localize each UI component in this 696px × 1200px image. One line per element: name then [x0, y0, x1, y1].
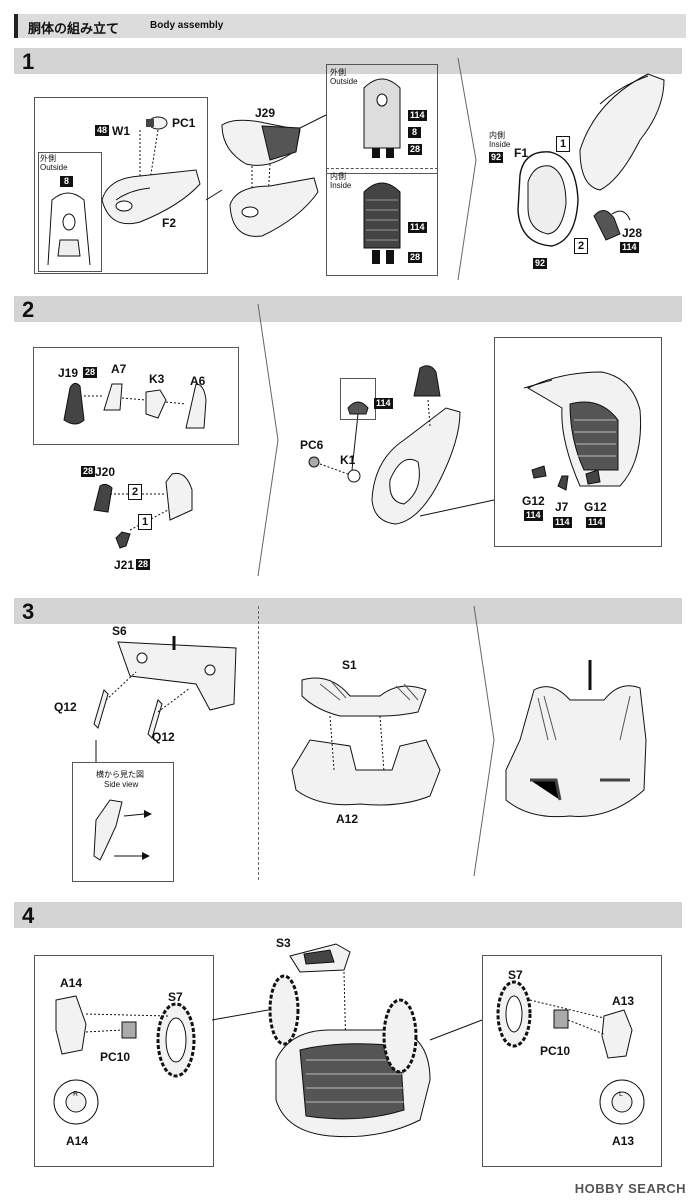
part-number-badge: 28	[136, 559, 151, 570]
part-label-s1: S1	[342, 658, 357, 672]
part-number-badge: 28	[83, 367, 98, 378]
inside-label-jp: 内側	[489, 131, 505, 140]
part-label-pc1: PC1	[172, 116, 196, 130]
section-title-en: Body assembly	[150, 20, 224, 31]
order-number: 2	[128, 484, 142, 500]
step-number: 1	[22, 49, 35, 74]
step1-f2-inset	[34, 97, 208, 274]
order-number: 2	[574, 238, 588, 254]
part-label-pc10: PC10	[540, 1044, 571, 1058]
part-number-badge: 114	[586, 517, 605, 528]
part-number-badge: 28	[408, 252, 423, 263]
watermark: HOBBY SEARCH	[574, 1181, 686, 1196]
part-label-k1: K1	[340, 453, 356, 467]
part-label-s3: S3	[276, 936, 291, 950]
part-number-badge: 28	[408, 144, 423, 155]
part-number-badge: 8	[408, 127, 421, 138]
order-number: 1	[138, 514, 152, 530]
outside-label-jp: 外側	[330, 68, 346, 77]
part-label-s6: S6	[112, 624, 127, 638]
step-number: 4	[22, 903, 35, 928]
part-label-a6: A6	[190, 374, 206, 388]
step4-right-inset	[482, 955, 662, 1167]
step-2-band: 2	[14, 296, 682, 322]
section-header: 胴体の組み立て Body assembly	[14, 14, 686, 38]
part-label-pc10: PC10	[100, 1050, 131, 1064]
order-number: 1	[556, 136, 570, 152]
step1-outside-view	[38, 152, 102, 272]
step3-side-view-inset	[72, 762, 174, 882]
part-label-j19: J19	[58, 366, 79, 380]
part-label-f1: F1	[514, 146, 529, 160]
inside-label-en: Inside	[330, 181, 352, 190]
part-number-badge: 114	[553, 517, 572, 528]
part-label-q12: Q12	[152, 730, 175, 744]
mark-r: R	[73, 1091, 79, 1098]
step2-arm-inset	[33, 347, 239, 445]
side-view-label-jp: 横から見た図	[96, 770, 144, 779]
part-number-badge: 92	[533, 258, 548, 269]
inside-label-jp: 内側	[330, 172, 346, 181]
section-title-jp: 胴体の組み立て	[28, 21, 120, 36]
part-label-s7: S7	[168, 990, 183, 1004]
step-number: 3	[22, 599, 35, 624]
part-label-g12: G12	[522, 494, 545, 508]
step-number: 2	[22, 297, 35, 322]
step-1-band: 1	[14, 48, 682, 74]
part-label-j29: J29	[255, 106, 276, 120]
part-number-badge: 114	[374, 398, 393, 409]
part-number-badge: 28	[81, 466, 96, 477]
part-number-badge: 114	[408, 222, 427, 233]
part-label-a12: A12	[336, 812, 359, 826]
part-label-a13: A13	[612, 1134, 635, 1148]
part-label-k3: K3	[149, 372, 165, 386]
outside-label-jp: 外側	[40, 154, 56, 163]
part-number-badge: 114	[408, 110, 427, 121]
part-label-g12: G12	[584, 500, 607, 514]
part-label-a14: A14	[66, 1134, 89, 1148]
part-label-j20: J20	[95, 465, 116, 479]
outside-label-en: Outside	[40, 163, 68, 172]
part-label-s7: S7	[508, 968, 523, 982]
step-3-band: 3	[14, 598, 682, 624]
part-label-q12: Q12	[54, 700, 77, 714]
part-label-j7: J7	[555, 500, 569, 514]
step1-inside-detail	[326, 168, 438, 276]
step-4-band: 4	[14, 902, 682, 928]
part-label-a7: A7	[111, 362, 127, 376]
part-number-badge: 114	[620, 242, 639, 253]
step3-divider	[258, 606, 259, 880]
part-label-a13: A13	[612, 994, 635, 1008]
side-view-label-en: Side view	[104, 780, 139, 789]
part-label-pc6: PC6	[300, 438, 324, 452]
part-number-badge: 8	[60, 176, 73, 187]
step1-outside-detail	[326, 64, 438, 174]
part-label-a14: A14	[60, 976, 83, 990]
part-label-f2: F2	[162, 216, 177, 230]
part-label-j28: J28	[622, 226, 643, 240]
part-label-w1: W1	[112, 124, 130, 138]
part-number-badge: 48	[95, 125, 110, 136]
step2-body-inset	[494, 337, 662, 547]
outside-label-en: Outside	[330, 77, 358, 86]
part-number-badge: 114	[524, 510, 543, 521]
inside-label-en: Inside	[489, 140, 511, 149]
part-label-j21: J21	[114, 558, 135, 572]
part-number-badge: 92	[489, 152, 504, 163]
mark-l: L	[619, 1091, 623, 1098]
step4-left-inset	[34, 955, 214, 1167]
